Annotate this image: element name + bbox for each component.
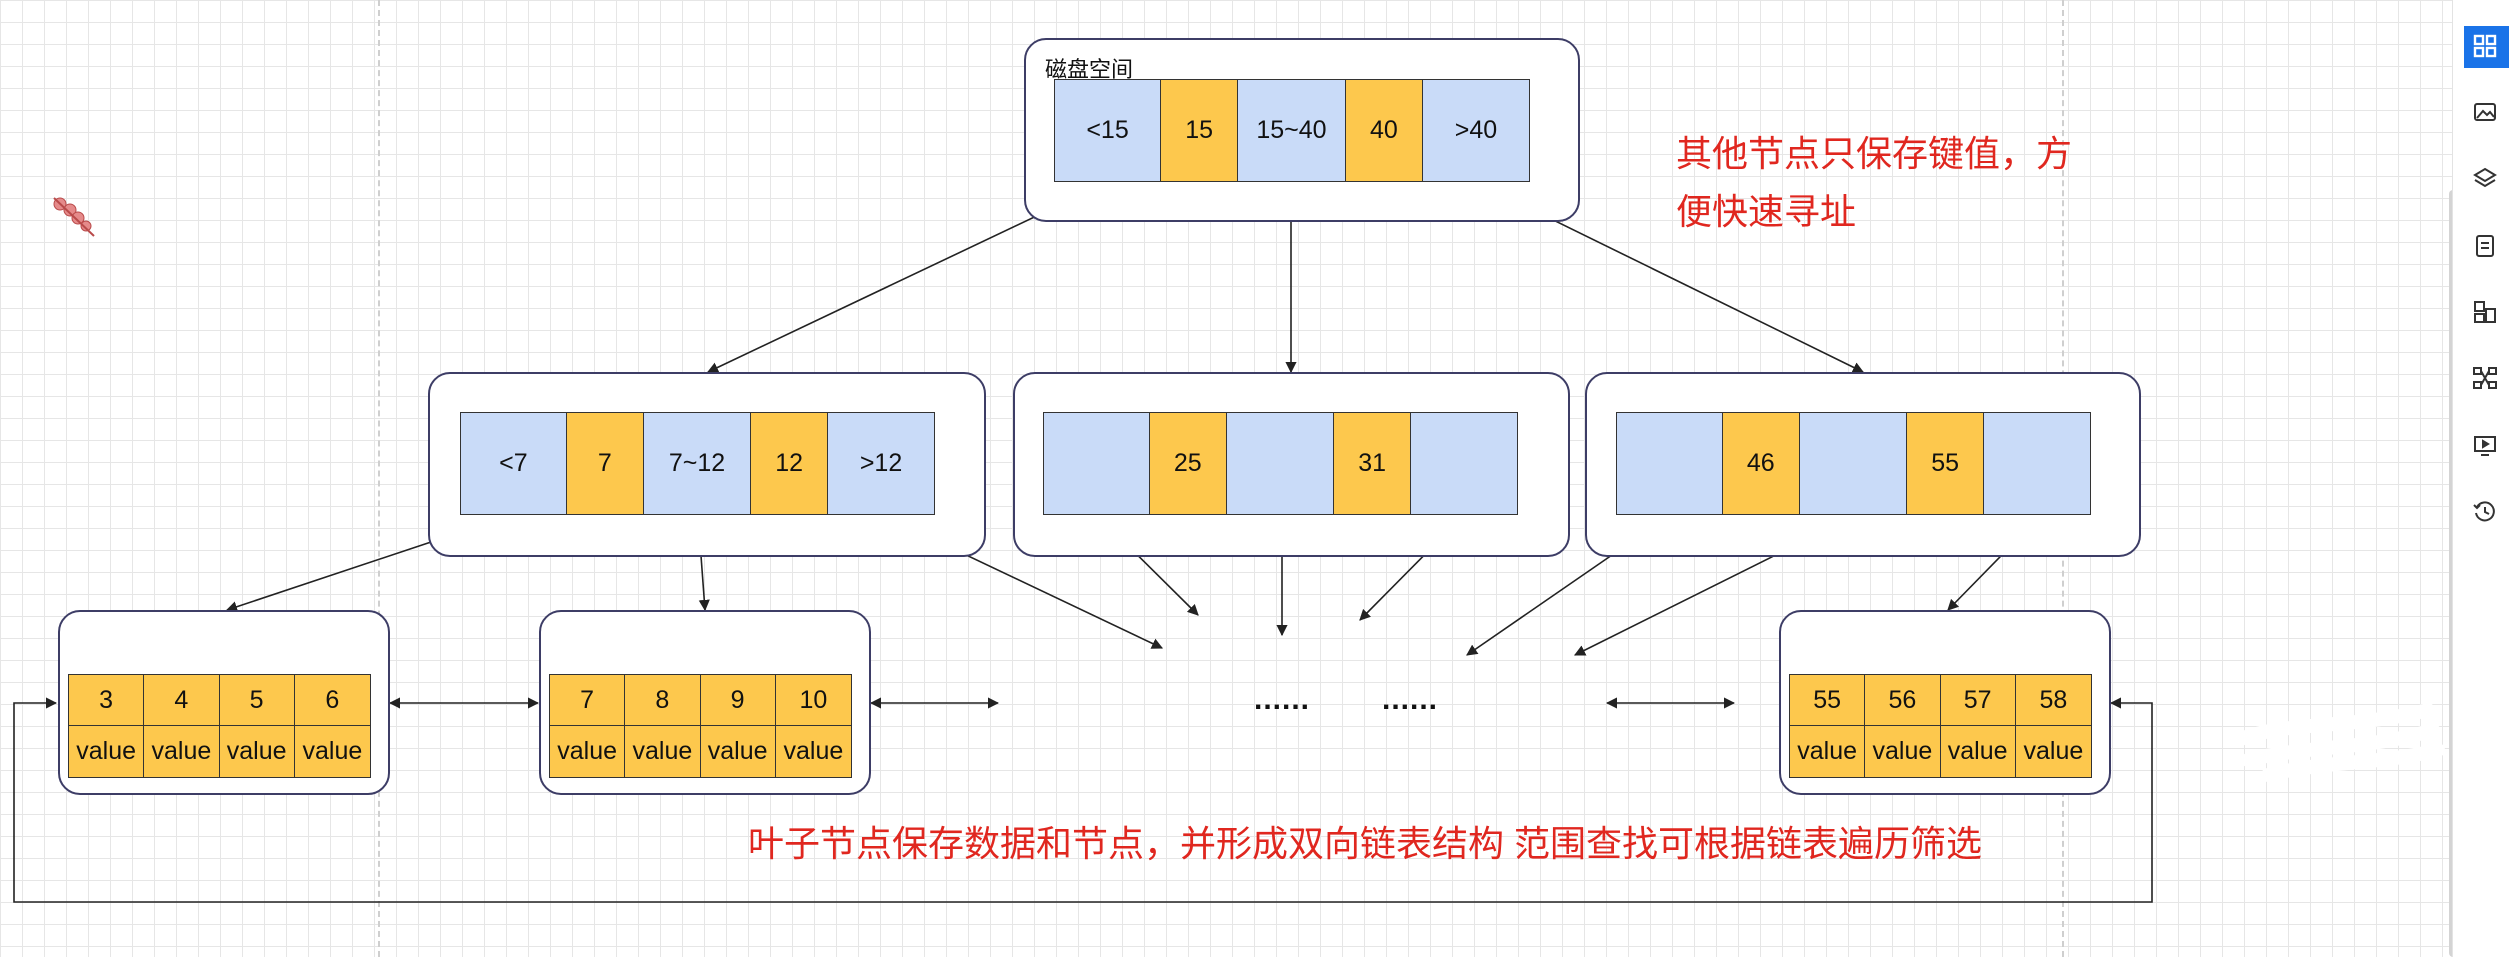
leaf-3-key-4: 58 xyxy=(2015,675,2091,726)
document-icon[interactable] xyxy=(2467,228,2503,264)
internal-node-2-key-cell-1 xyxy=(1044,413,1150,514)
internal-node-1-key-cell-4: 12 xyxy=(751,413,829,514)
image-icon[interactable] xyxy=(2467,94,2503,130)
internal-node-3-key-row: 46 55 xyxy=(1616,412,2091,515)
leaf-2-value-3: value xyxy=(701,726,776,777)
note-internal-nodes: 其他节点只保存键值，方便快速寻址 xyxy=(1676,133,2073,232)
leaf-3-key-3: 57 xyxy=(1940,675,2016,726)
presentation-icon[interactable] xyxy=(2467,428,2503,464)
leaf-2-key-3: 9 xyxy=(700,675,776,726)
leaf-3-value-1: value xyxy=(1790,726,1866,777)
leaf-1-value-3: value xyxy=(220,726,295,777)
page-guide-left xyxy=(378,0,380,957)
leaf-1-key-1: 3 xyxy=(69,675,145,726)
layout-icon[interactable] xyxy=(2467,28,2503,64)
internal-node-3-key-cell-2: 46 xyxy=(1722,413,1800,514)
leaf-1-key-2: 4 xyxy=(144,675,220,726)
white-scribble-icon xyxy=(2231,703,2445,782)
internal-node-2-key-cell-4: 31 xyxy=(1334,413,1412,514)
root-key-cell-2: 15 xyxy=(1161,80,1239,181)
internal-node-2-key-cell-5 xyxy=(1411,413,1517,514)
internal-node-3-key-cell-5 xyxy=(1984,413,2090,514)
internal-node-1-key-cell-2: 7 xyxy=(566,413,644,514)
leaf-3-value-4: value xyxy=(2023,737,2084,765)
internal-node-1-key-cell-1: <7 xyxy=(461,413,567,514)
internal-node-3-key-cell-4: 55 xyxy=(1907,413,1985,514)
leaf-3-key-2: 56 xyxy=(1865,675,1941,726)
internal-node-3-key-cell-1 xyxy=(1617,413,1723,514)
internal-node-2-key-cell-3 xyxy=(1226,413,1335,514)
internal-node-2-key-row: 25 31 xyxy=(1043,412,1518,515)
leaf-1-value-4: value xyxy=(302,737,363,765)
layers-icon[interactable] xyxy=(2467,160,2503,196)
leaf-3-key-1: 55 xyxy=(1790,675,1866,726)
root-key-cell-5: >40 xyxy=(1422,80,1529,181)
note-leaf-nodes: 叶子节点保存数据和节点，并形成双向链表结构 范围查找可根据链表遍历筛选 xyxy=(748,823,1983,864)
leaf-2-key-1: 7 xyxy=(550,675,626,726)
leaf-3-value-3: value xyxy=(1941,726,2016,777)
shapes-icon[interactable] xyxy=(2467,294,2503,330)
leaf-1-value-1: value xyxy=(69,726,145,777)
decorative-sticker-icon xyxy=(53,197,95,237)
internal-node-1-key-cell-3: 7~12 xyxy=(643,413,752,514)
root-caption: 磁盘空间 xyxy=(1045,57,1134,82)
network-icon[interactable] xyxy=(2467,360,2503,396)
link-loop xyxy=(13,697,2153,903)
internal-node-1-key-cell-5: >12 xyxy=(828,413,934,514)
right-toolbar xyxy=(2452,0,2509,957)
root-key-cell-3: 15~40 xyxy=(1238,80,1346,181)
leaf-2-value-2: value xyxy=(625,726,701,777)
root-key-cell-1: <15 xyxy=(1055,80,1162,181)
leaf-1-key-3: 5 xyxy=(219,675,295,726)
leaf-2-value-4: value xyxy=(783,737,844,765)
leaf-2-key-2: 8 xyxy=(625,675,701,726)
leaf-2-value-1: value xyxy=(550,726,626,777)
ellipsis-1: ...... xyxy=(1254,683,1311,716)
leaf-1-value-2: value xyxy=(144,726,220,777)
leaf-1-key-4: 6 xyxy=(294,675,370,726)
root-key-cell-4: 40 xyxy=(1345,80,1423,181)
leaf-2-key-4: 10 xyxy=(775,675,851,726)
internal-node-2-key-cell-2: 25 xyxy=(1149,413,1227,514)
history-icon[interactable] xyxy=(2467,494,2503,530)
internal-node-3-key-cell-3 xyxy=(1799,413,1908,514)
leaf-3-value-2: value xyxy=(1865,726,1941,777)
ellipsis-2: ...... xyxy=(1382,683,1439,716)
